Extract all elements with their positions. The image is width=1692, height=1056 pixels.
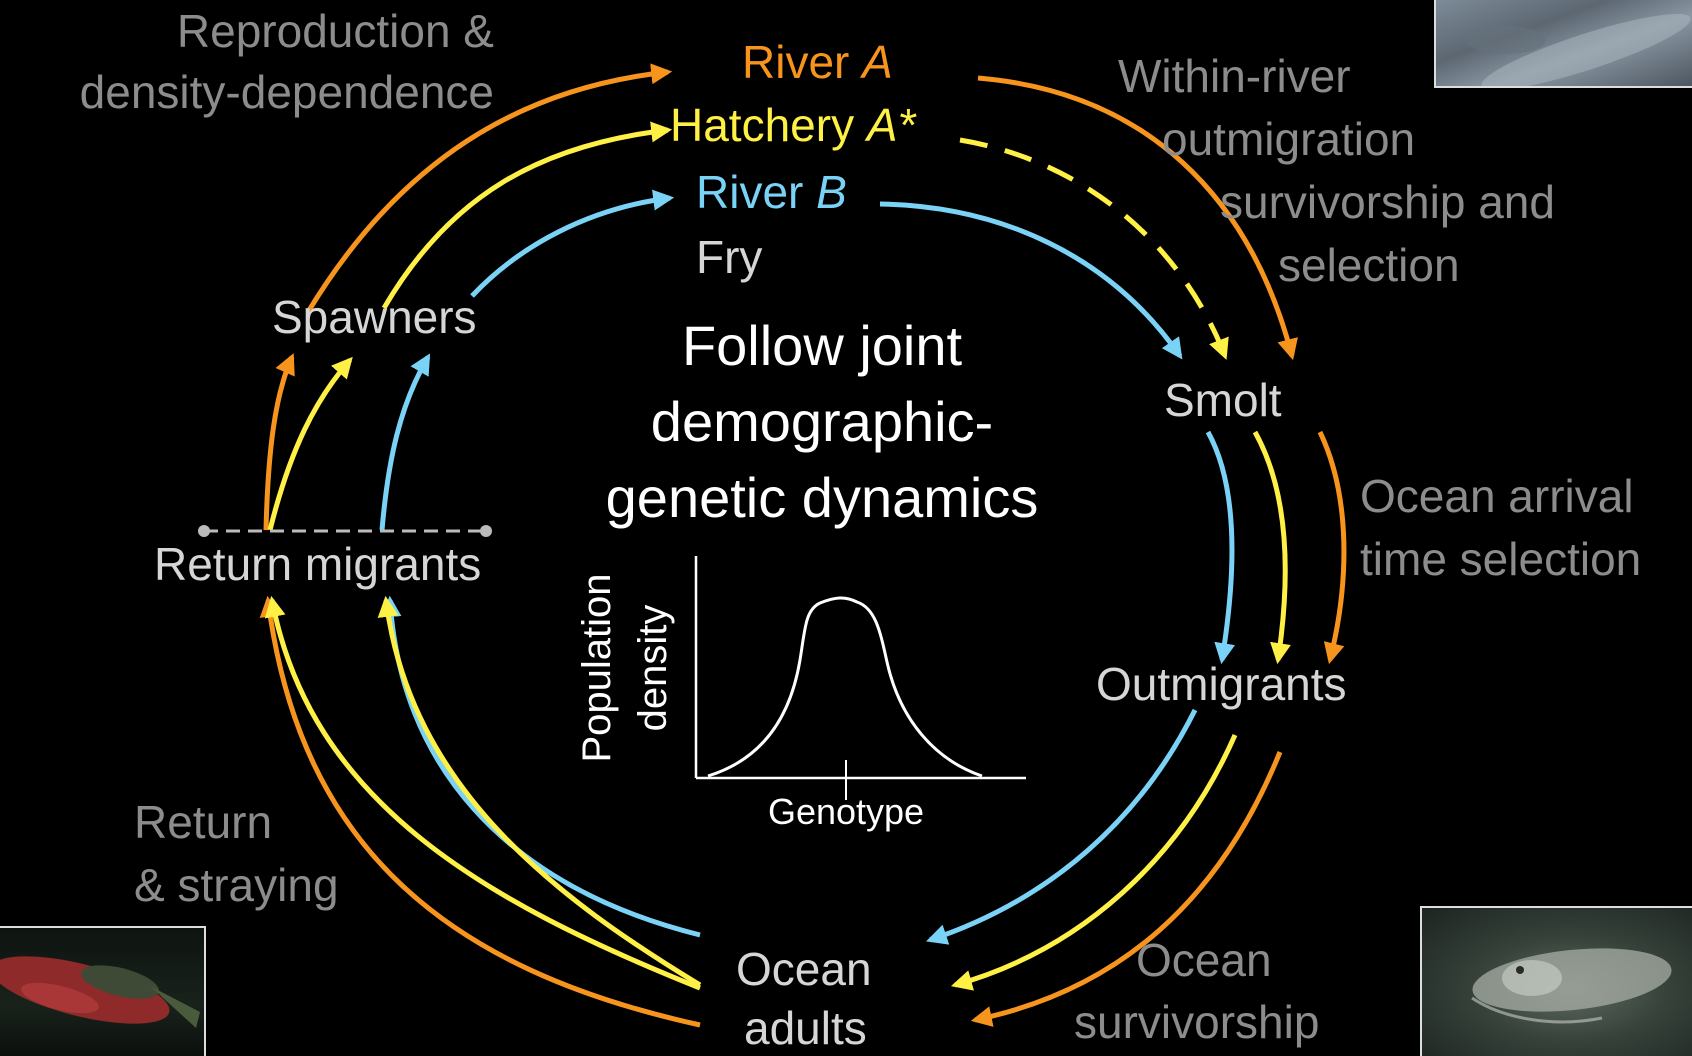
arrow-smolt-to-outmigrants-orange [1320,432,1344,660]
inset-density-curve [708,598,982,776]
center-text-line3: genetic dynamics [606,466,1039,529]
river-a-label: River A [742,36,893,88]
spawners-label: Spawners [272,291,477,343]
inset-ylabel-line1: Population [575,573,619,762]
arrow-return-to-spawners-blue [382,357,428,530]
arrow-smolt-to-outmigrants-blue [1208,432,1232,660]
center-text-line1: Follow joint [682,314,963,377]
ocean-arrival-label-line1: Ocean arrival [1360,470,1634,522]
return-migrants-label: Return migrants [154,538,481,590]
arrow-outmigrants-to-ocean-blue [930,710,1195,940]
arrow-smolt-to-outmigrants-yellow [1255,432,1285,660]
within-river-label-line4: selection [1278,239,1460,291]
return-straying-label-line1: Return [134,796,272,848]
arrow-spawners-to-hatchery [384,130,668,308]
smolt-label: Smolt [1164,374,1282,426]
reproduction-label-line2: density-dependence [80,66,494,118]
spawning-salmon-photo [0,926,206,1056]
within-river-label-line3: survivorship and [1220,176,1555,228]
fish-photo-top-right [1434,0,1692,88]
arrow-hatchery-to-smolt-dashed [960,140,1225,356]
ocean-survivorship-label-line1: Ocean [1136,934,1272,986]
genotype-distribution-inset: Population density Genotype [575,556,1026,832]
ocean-survivorship-label-line2: survivorship [1074,996,1319,1048]
salmon-underwater-photo [1420,906,1692,1056]
ocean-adults-label-line2: adults [744,1002,867,1054]
inset-ylabel-line2: density [631,605,675,732]
arrow-spawners-to-river-b [472,198,670,296]
river-b-label: River B [696,166,847,218]
within-river-label-line2: outmigration [1162,113,1415,165]
ocean-arrival-label-line2: time selection [1360,533,1641,585]
hatchery-a-label: Hatchery A* [670,99,918,151]
return-straying-label-line2: & straying [134,859,339,911]
center-text-line2: demographic- [651,390,993,453]
inset-xlabel: Genotype [768,791,924,832]
fry-label: Fry [696,231,762,283]
ocean-adults-label-line1: Ocean [736,943,872,995]
within-river-label-line1: Within-river [1118,50,1351,102]
outmigrants-label: Outmigrants [1096,658,1347,710]
reproduction-label-line1: Reproduction & [177,5,494,57]
